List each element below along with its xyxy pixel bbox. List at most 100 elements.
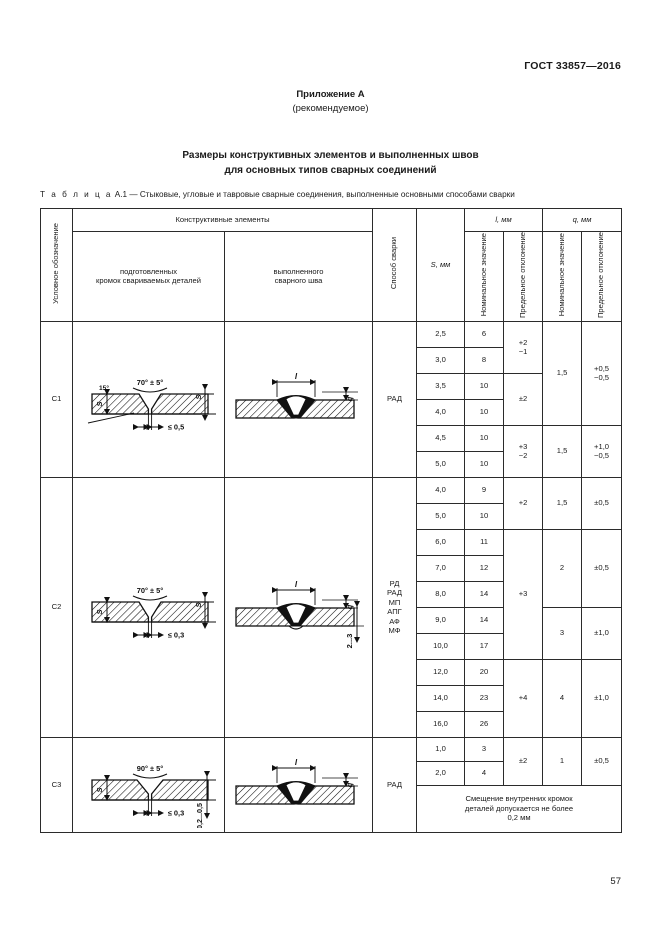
svg-text:l: l (294, 372, 297, 381)
cell-q-deviation: ±0,5 (581, 736, 623, 786)
cell-q-deviation: ±1,0 (581, 606, 623, 660)
svg-text:S: S (194, 603, 203, 608)
cell-l-deviation: ±2 (503, 736, 544, 786)
cell-thickness: 5,0 (416, 450, 466, 478)
header-welding-method: Способ сварки (372, 208, 418, 322)
svg-text:S: S (95, 402, 104, 407)
cell-q-deviation: +0,5−0,5 (581, 320, 623, 426)
cell-thickness: 9,0 (416, 606, 466, 634)
cell-l-deviation: +2 (503, 476, 544, 530)
table-header-row-1: Условное обозначение Конструктивные элеме… (40, 208, 623, 322)
cell-q-deviation: ±1,0 (581, 658, 623, 738)
svg-text:q: q (345, 604, 354, 609)
cell-l-nominal: 9 (464, 476, 505, 504)
svg-text:S: S (95, 787, 104, 792)
header-q-nominal: Номинальное значение (542, 231, 583, 322)
svg-text:≤ 0,3: ≤ 0,3 (167, 808, 183, 817)
cell-thickness: 16,0 (416, 710, 466, 738)
page-number: 57 (610, 876, 621, 887)
cell-l-nominal: 20 (464, 658, 505, 686)
header-constructive-elements: Конструктивные элементы (71, 208, 374, 232)
cell-l-nominal: 12 (464, 554, 505, 582)
cell-thickness: 2,0 (416, 760, 466, 786)
cell-thickness: 6,0 (416, 528, 466, 556)
svg-text:S: S (194, 395, 203, 400)
cell-l-deviation: +4 (503, 658, 544, 738)
cell-l-nominal: 14 (464, 606, 505, 634)
cell-l-nominal: 10 (464, 424, 505, 452)
cell-q-deviation: ±0,5 (581, 476, 623, 530)
cell-l-deviation: +3 (503, 528, 544, 660)
appendix-heading: Приложение А (рекомендуемое) (0, 88, 661, 116)
cell-l-nominal: 8 (464, 346, 505, 374)
cell-thickness: 4,5 (416, 424, 466, 452)
table-caption-prefix: Т а б л и ц а (40, 190, 113, 199)
cell-thickness: 12,0 (416, 658, 466, 686)
cell-l-nominal: 11 (464, 528, 505, 556)
header-q-deviation: Предельное отклонение (581, 231, 623, 322)
header-l-nominal: Номинальное значение (464, 231, 505, 322)
header-symbol-text: Условное обозначение (51, 223, 61, 304)
header-welding-method-text: Способ сварки (389, 237, 399, 290)
svg-text:70° ± 5°: 70° ± 5° (136, 586, 162, 595)
appendix-note: (рекомендуемое) (292, 103, 369, 114)
header-thickness: S, мм (416, 208, 466, 322)
cell-l-nominal: 10 (464, 398, 505, 426)
cell-thickness: 4,0 (416, 398, 466, 426)
svg-text:≤ 0,5: ≤ 0,5 (167, 423, 183, 432)
cell-q-nominal: 1 (542, 736, 583, 786)
svg-text:q: q (345, 396, 354, 401)
svg-text:≤ 0,3: ≤ 0,3 (167, 631, 183, 640)
joint-mark-с1: С1 (40, 320, 73, 478)
svg-text:l: l (294, 758, 297, 767)
table-caption-number: А.1 (114, 190, 128, 199)
cell-l-nominal: 10 (464, 502, 505, 530)
joint-mark-с2: С2 (40, 476, 73, 738)
cell-l-nominal: 26 (464, 710, 505, 738)
cell-thickness: 2,5 (416, 320, 466, 348)
cell-thickness: 10,0 (416, 632, 466, 660)
cell-thickness: 7,0 (416, 554, 466, 582)
cell-q-nominal: 1,5 (542, 424, 583, 478)
cell-l-deviation: +2−1 (503, 320, 544, 374)
page-title: Размеры конструктивных элементов и выпол… (0, 148, 661, 178)
page-title-line2: для основных типов сварных соединений (224, 165, 437, 176)
header-q-deviation-text: Предельное отклонение (596, 232, 606, 319)
table-caption-text: — Стыковые, угловые и тавровые сварные с… (129, 190, 515, 199)
cell-l-nominal: 6 (464, 320, 505, 348)
header-symbol: Условное обозначение (40, 208, 73, 322)
cell-thickness: 1,0 (416, 736, 466, 762)
cell-q-nominal: 1,5 (542, 320, 583, 426)
cell-thickness: 14,0 (416, 684, 466, 712)
page-title-line1: Размеры конструктивных элементов и выпол… (182, 150, 479, 161)
cell-q-nominal: 4 (542, 658, 583, 738)
cell-l-nominal: 10 (464, 450, 505, 478)
header-l-nominal-text: Номинальное значение (478, 233, 488, 317)
cell-l-deviation: ±2 (503, 372, 544, 426)
svg-text:0,2...0,5: 0,2...0,5 (195, 803, 204, 828)
cell-l-nominal: 14 (464, 580, 505, 608)
cell-l-nominal: 23 (464, 684, 505, 712)
svg-text:2...3: 2...3 (345, 634, 354, 649)
cell-thickness: 4,0 (416, 476, 466, 504)
joint-mark-с3: С3 (40, 736, 73, 833)
header-l-deviation-text: Предельное отклонение (517, 232, 527, 319)
cell-q-deviation: ±0,5 (581, 528, 623, 608)
